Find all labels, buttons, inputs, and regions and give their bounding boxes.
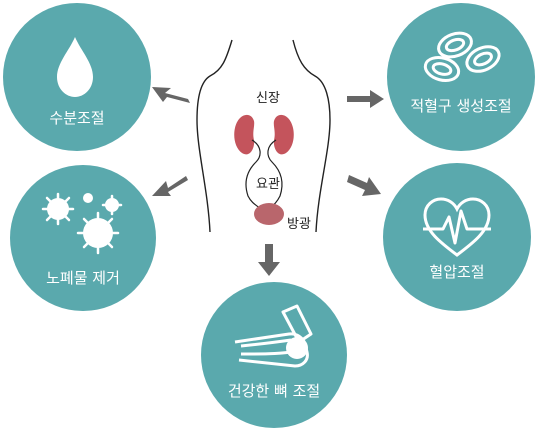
rbc-production-circle: 적혈구 생성조절 bbox=[387, 3, 535, 151]
bladder-label: 방광 bbox=[287, 217, 311, 232]
water-regulation-label: 수분조절 bbox=[49, 109, 105, 127]
arrow-to-water bbox=[152, 87, 190, 103]
particles-icon bbox=[41, 192, 123, 255]
bladder bbox=[254, 203, 284, 225]
water-regulation-circle: 수분조절 bbox=[3, 3, 151, 151]
bone-regulation-circle: 건강한 뼈 조절 bbox=[201, 282, 347, 428]
torso-outline-left bbox=[196, 39, 233, 233]
kidney-label: 신장 bbox=[256, 91, 280, 106]
ureter-label: 요관 bbox=[256, 177, 280, 192]
water-drop-icon bbox=[57, 37, 93, 97]
left-kidney bbox=[234, 114, 255, 155]
torso-outline-right bbox=[292, 39, 331, 233]
arrow-to-waste bbox=[152, 176, 188, 196]
arrow-to-bp bbox=[347, 175, 381, 196]
waste-removal-label: 노폐물 제거 bbox=[46, 269, 120, 287]
heartbeat-icon bbox=[423, 197, 491, 257]
arrow-to-bone bbox=[258, 244, 280, 276]
bp-regulation-label: 혈압조절 bbox=[429, 263, 485, 281]
red-blood-cells-icon bbox=[423, 31, 501, 83]
rbc-production-label: 적혈구 생성조절 bbox=[410, 97, 512, 115]
left-ureter bbox=[245, 139, 263, 211]
arrow-to-rbc bbox=[347, 90, 384, 108]
bp-regulation-circle: 혈압조절 bbox=[383, 163, 531, 311]
bone-regulation-label: 건강한 뼈 조절 bbox=[227, 382, 321, 400]
right-kidney bbox=[273, 114, 294, 155]
elbow-joint-icon bbox=[234, 304, 313, 368]
waste-removal-circle: 노폐물 제거 bbox=[10, 165, 156, 311]
